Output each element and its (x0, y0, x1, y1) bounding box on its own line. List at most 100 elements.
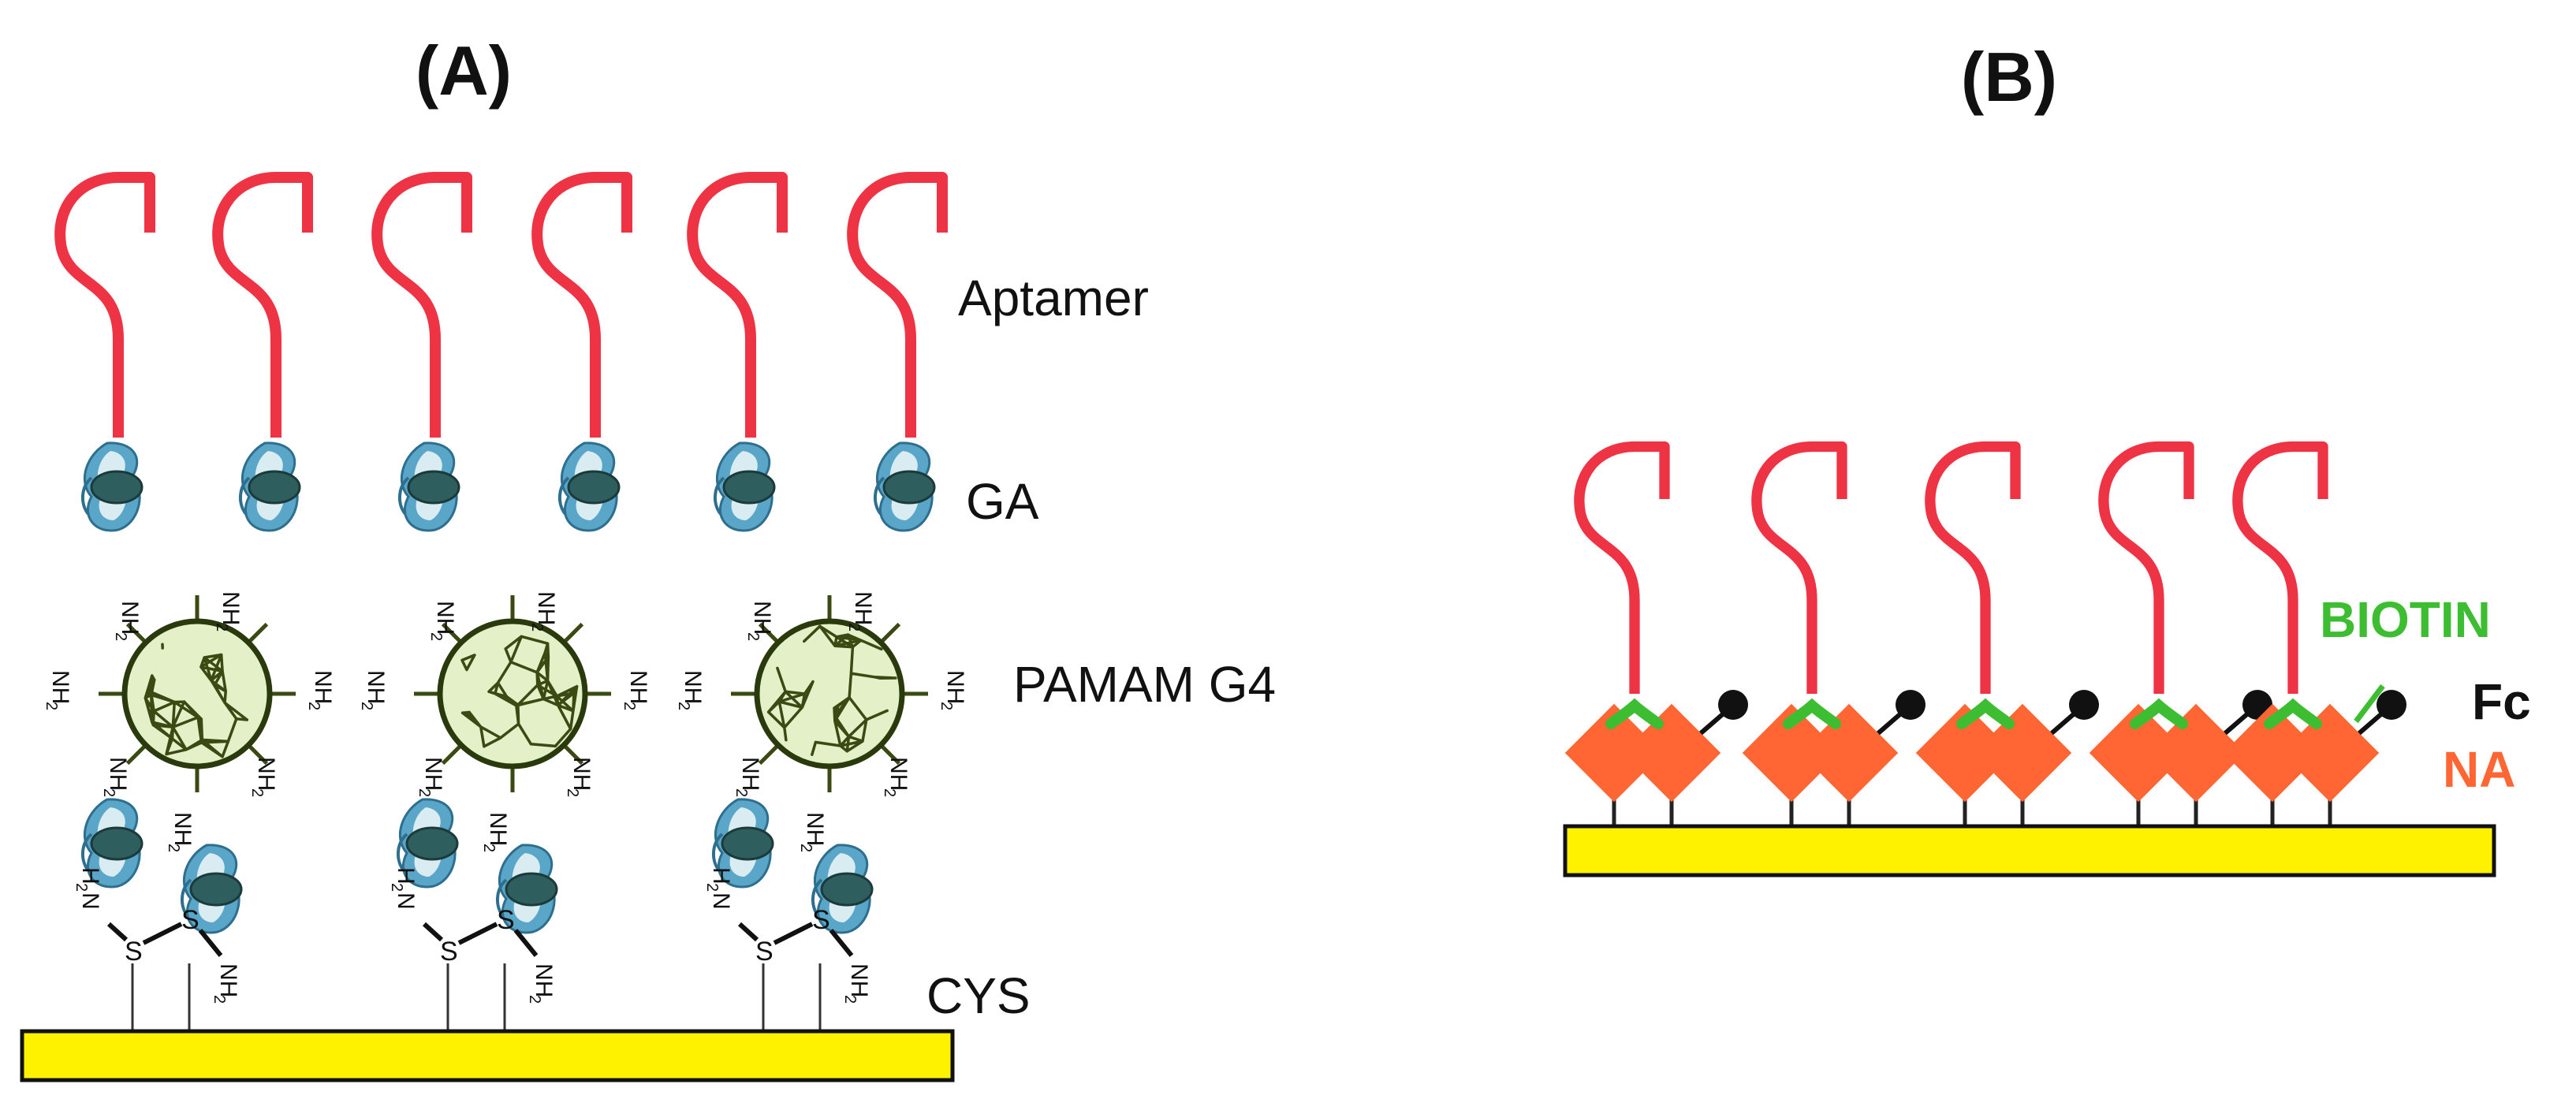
nh-label: NH (363, 670, 389, 704)
nh-subscript: 2 (797, 844, 815, 852)
nh-subscript: 2 (528, 623, 546, 632)
aptamer-strand (1579, 447, 1665, 695)
sulfur-atom: S (497, 905, 515, 935)
nh2-group: NH2 (938, 670, 968, 710)
panel-b-title: (B) (1961, 38, 2057, 116)
nh-subscript: 2 (248, 788, 266, 797)
dendrimer-arm (879, 743, 901, 766)
na-biotin-unit (1564, 447, 1748, 826)
nh2-group: NH2 (797, 812, 828, 852)
nh-subscript: 2 (358, 702, 375, 710)
nh-label: NH (420, 757, 446, 791)
fc-ball (2069, 690, 2099, 720)
aptamer-strand (218, 177, 308, 438)
panel-b-gold-surface (1563, 824, 2496, 877)
nh-label: NH (749, 601, 775, 635)
n-label: N (393, 892, 419, 910)
nh-subscript: 2 (621, 702, 638, 710)
na-diamond (2280, 703, 2380, 803)
label-fc: Fc (2472, 673, 2531, 730)
nh2-group: NH2 (845, 591, 876, 632)
nh-label: NH (47, 670, 73, 704)
h-label: H (393, 867, 419, 885)
fc-linker (2358, 710, 2384, 736)
nh2-group: NH2 (480, 812, 511, 852)
nh2-group: NH2 (427, 601, 458, 641)
nh-label: NH (531, 963, 557, 997)
dendrimer-arm (247, 622, 269, 644)
aptamer-strand (852, 177, 942, 438)
nh2-group: NH2 (211, 963, 241, 1004)
dendrimer-arm (562, 622, 584, 644)
panel-a-aptamers (60, 177, 942, 438)
nh-label: NH (885, 757, 911, 791)
nh2-group: NH2 (744, 601, 775, 641)
aptamer-strand (377, 177, 467, 438)
amine-bond (513, 929, 539, 957)
nh-subscript: 2 (881, 788, 898, 797)
nh2-group: NH2 (100, 757, 131, 797)
h-label: H (708, 867, 734, 885)
dendrimer-arm (441, 622, 463, 644)
amine-bond (198, 929, 223, 957)
nh2-group: NH2 (112, 601, 143, 641)
sulfur-atom: S (125, 937, 143, 967)
nh-label: NH (850, 591, 876, 625)
amine-bond (829, 929, 854, 957)
aptamer-strand (537, 177, 627, 438)
h-label: H (77, 867, 103, 885)
na-biotin-unit (1742, 447, 1925, 826)
ga-molecule (80, 441, 144, 532)
nh-subscript: 2 (564, 788, 581, 797)
nh-label: NH (737, 757, 763, 791)
nh2-group: NH2 (43, 670, 73, 710)
ga-molecule (238, 441, 301, 532)
n-label: N (708, 892, 734, 910)
disulfide-bond (142, 922, 183, 945)
nh-subscript: 2 (841, 995, 859, 1004)
nh-label: NH (432, 601, 458, 635)
panel-a-dendrimers: NH2NH2NH2NH2NH2NH2NH2NH2NH2NH2NH2NH2NH2N… (43, 591, 968, 852)
na-diamond (1622, 703, 1721, 803)
nh-label: NH (942, 670, 968, 704)
nh2-group: NH2 (841, 963, 872, 1004)
nh2-group: NH2 (213, 591, 244, 632)
nh-label: NH (105, 757, 131, 791)
dendrimer-arm (125, 622, 147, 644)
aptamer-strand (60, 177, 150, 438)
dendrimer-network (766, 624, 897, 756)
nh2-group: NH2 (621, 670, 651, 710)
nh-label: NH (625, 670, 651, 704)
fc-linker (2224, 710, 2250, 736)
amine-bond (422, 922, 444, 942)
nh2-group: NH2 (165, 812, 196, 852)
biotin-anchor (1783, 698, 1841, 729)
nh2-group: NH2 (358, 670, 389, 710)
nh2-group: NH2 (416, 757, 446, 797)
aptamer-strand (2104, 447, 2189, 695)
ga-molecule (557, 441, 621, 532)
nh-label: NH (533, 591, 559, 625)
nh-subscript: 2 (213, 623, 230, 632)
aptamer-strand (1930, 447, 2015, 695)
dendrimer-arm (441, 743, 463, 766)
h2n-group: H2N (73, 867, 103, 910)
dendrimer-arm (562, 743, 584, 766)
nh2-group: NH2 (526, 963, 557, 1004)
nh2-group: NH2 (564, 757, 595, 797)
fc-linker (2050, 710, 2077, 736)
fc-linker (1699, 710, 1726, 736)
amine-bond (106, 922, 129, 942)
nh-subscript: 2 (675, 702, 692, 710)
nh-subscript: 2 (480, 844, 498, 852)
nh2-group: NH2 (733, 757, 763, 797)
nh-label: NH (170, 812, 196, 846)
dendrimer-arm (125, 743, 147, 766)
nh2-group: NH2 (305, 670, 336, 710)
nh-subscript: 2 (744, 632, 762, 641)
h2n-group: H2N (388, 867, 419, 910)
